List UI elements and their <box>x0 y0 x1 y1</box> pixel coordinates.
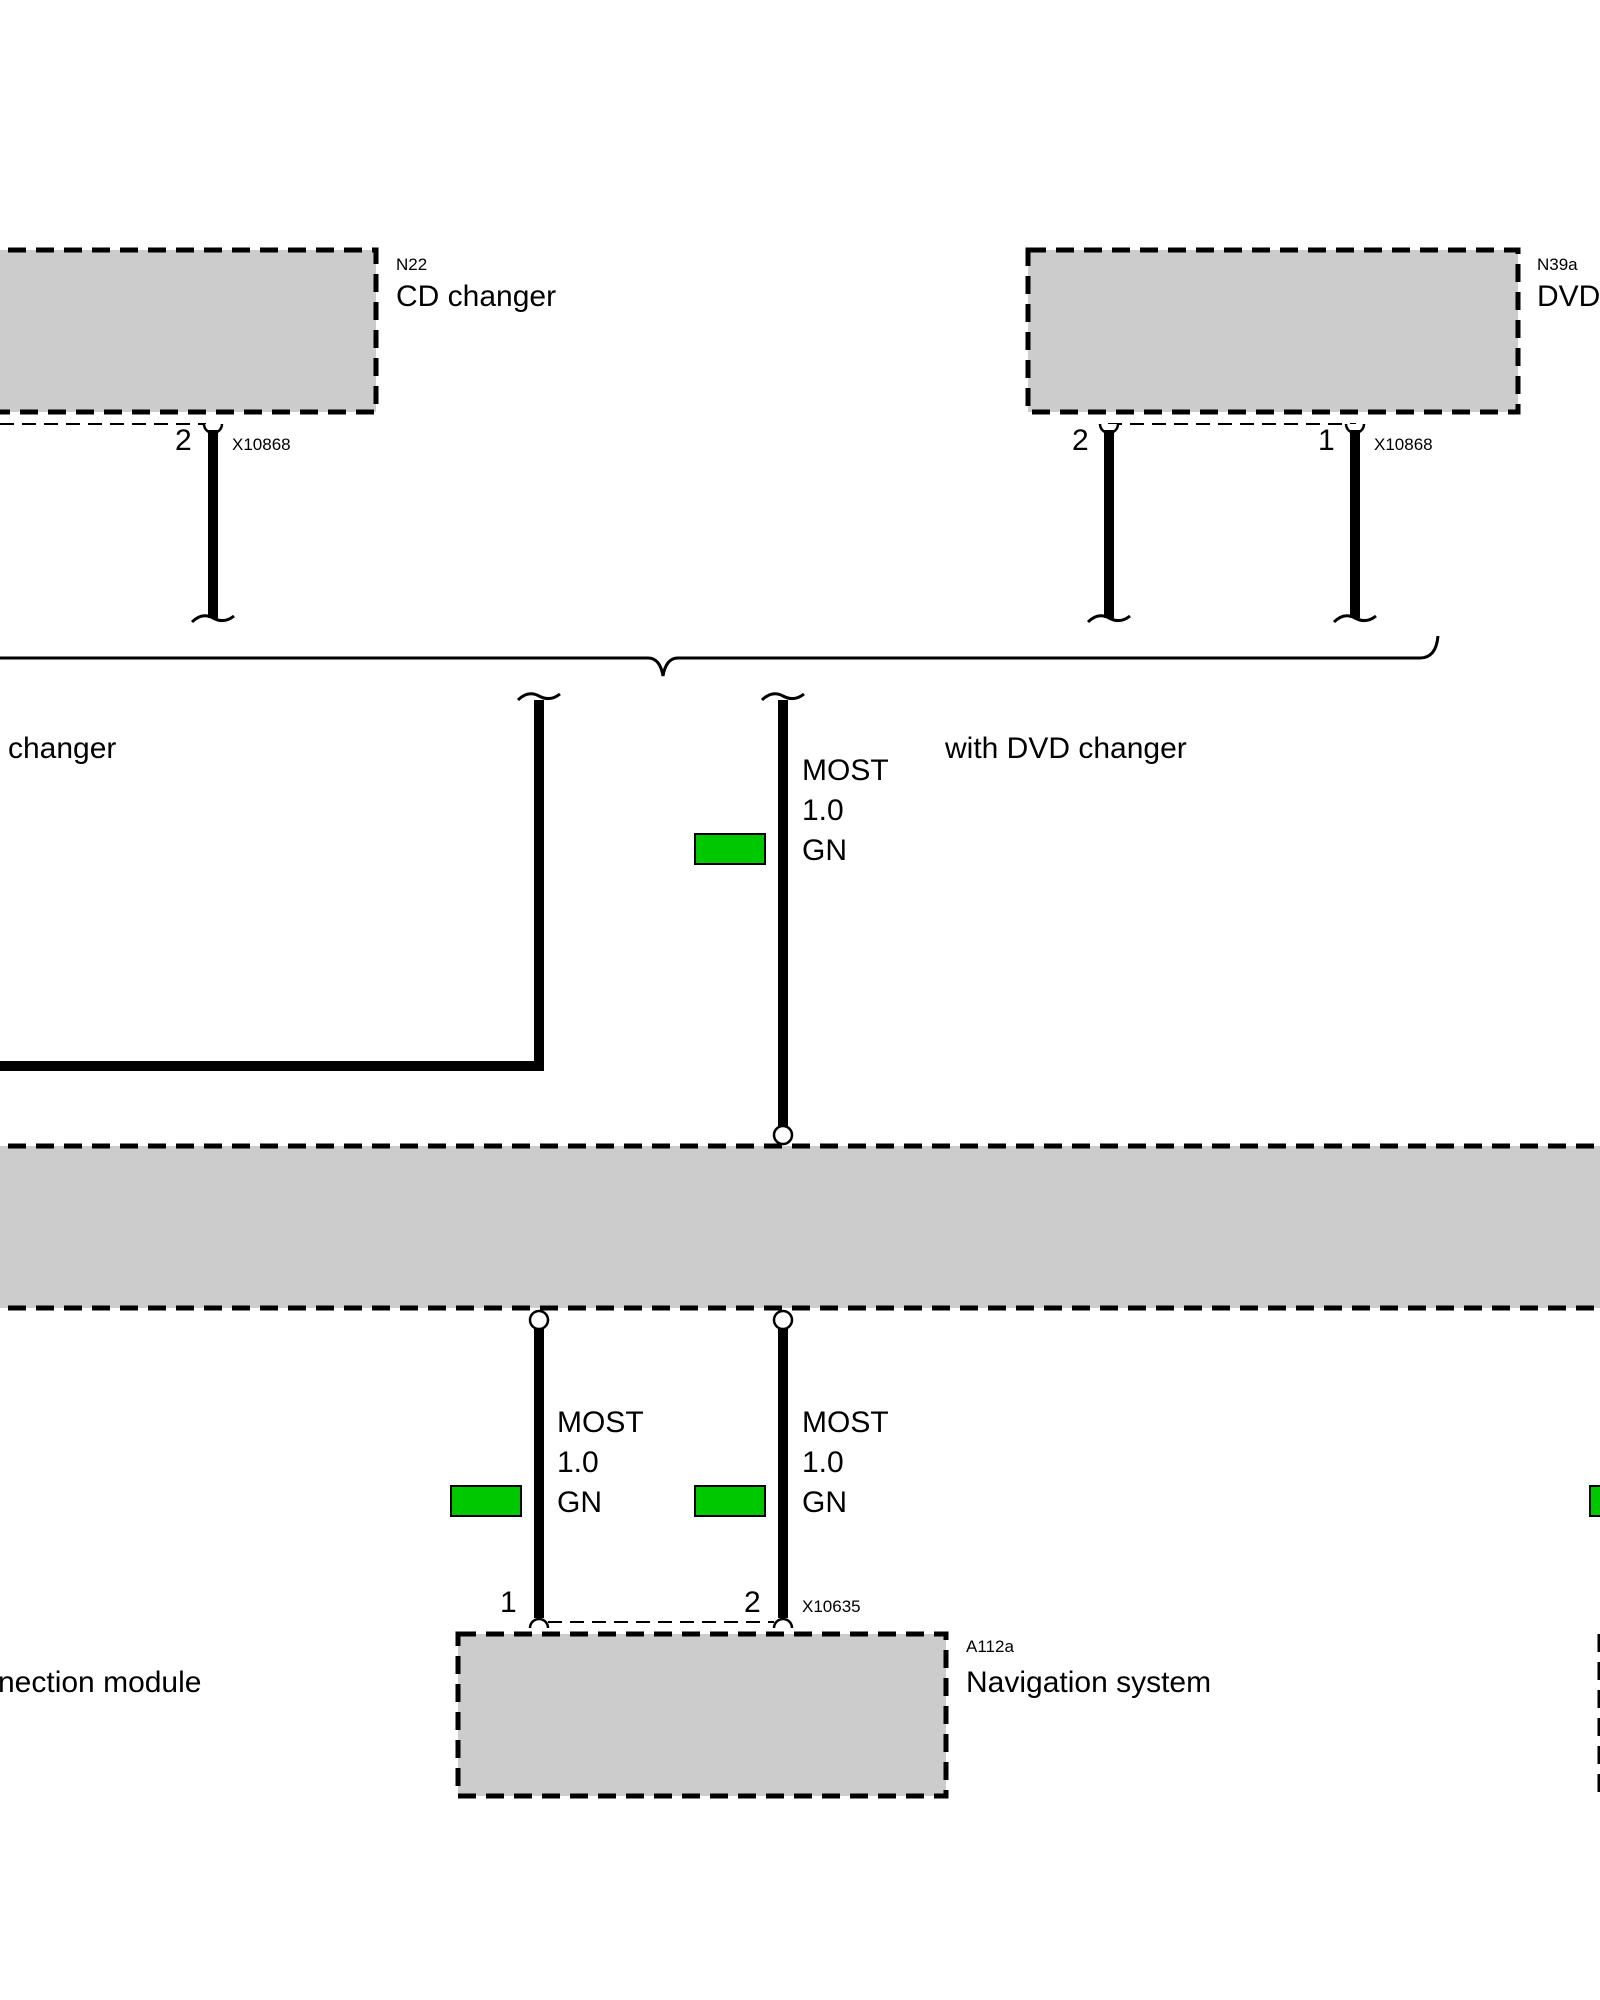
bottom-wire-b-color-swatch <box>694 1485 766 1517</box>
edge-wire-color-swatch <box>1589 1485 1600 1517</box>
dvd-wire-a-break <box>1086 614 1131 624</box>
dvd-changer-name: DVD <box>1537 280 1600 313</box>
main-module-box[interactable] <box>0 1143 1600 1311</box>
cd-pin-number: 2 <box>175 424 192 457</box>
cd-changer-name: CD changer <box>396 280 556 313</box>
left-variant-wire-break <box>516 692 561 702</box>
nav-pin-b-number: 2 <box>744 1586 761 1619</box>
navigation-system-code: A112a <box>966 1637 1014 1656</box>
cd-wire-break <box>190 614 235 624</box>
cd-changer-code: N22 <box>396 255 427 274</box>
top-wire-size: 1.0 <box>802 794 844 827</box>
bottom-wire-a-terminal <box>528 1309 550 1331</box>
navigation-system-name: Navigation system <box>966 1666 1211 1699</box>
bottom-wire-a-color: GN <box>557 1486 602 1519</box>
cd-connector-id: X10868 <box>232 435 291 454</box>
top-wire-color: GN <box>802 834 847 867</box>
top-wire-type: MOST <box>802 754 889 787</box>
variant-left-label: changer <box>8 732 116 765</box>
left-variant-wire[interactable] <box>0 700 544 1071</box>
left-module-name: nection module <box>0 1666 201 1699</box>
bottom-wire-b-size: 1.0 <box>802 1446 844 1479</box>
nav-pin-b-terminal <box>772 1617 794 1629</box>
nav-pin-a-terminal <box>528 1617 550 1629</box>
dvd-pin-a-number: 2 <box>1072 424 1089 457</box>
dvd-connector-id: X10868 <box>1374 435 1433 454</box>
top-wire-color-swatch <box>694 833 766 865</box>
bottom-wire-a-type: MOST <box>557 1406 644 1439</box>
top-wire-terminal <box>772 1124 794 1146</box>
nav-connector-id: X10635 <box>802 1597 861 1616</box>
bottom-wire-a-size: 1.0 <box>557 1446 599 1479</box>
bottom-wire-b-type: MOST <box>802 1406 889 1439</box>
dvd-wire-b-break <box>1332 614 1377 624</box>
bottom-wire-a-color-swatch <box>450 1485 522 1517</box>
dvd-pin-b-number: 1 <box>1318 424 1335 457</box>
bottom-wire-b-color: GN <box>802 1486 847 1519</box>
variant-brace <box>0 635 1440 677</box>
cd-changer-box[interactable] <box>0 247 379 415</box>
top-wire-break <box>760 692 805 702</box>
variant-right-label: with DVD changer <box>944 732 1187 765</box>
dvd-changer-box[interactable] <box>1025 247 1521 415</box>
nav-pin-a-number: 1 <box>500 1586 517 1619</box>
bottom-wire-b-terminal <box>772 1309 794 1331</box>
navigation-system-box[interactable] <box>455 1631 949 1799</box>
dvd-changer-code: N39a <box>1537 255 1578 274</box>
